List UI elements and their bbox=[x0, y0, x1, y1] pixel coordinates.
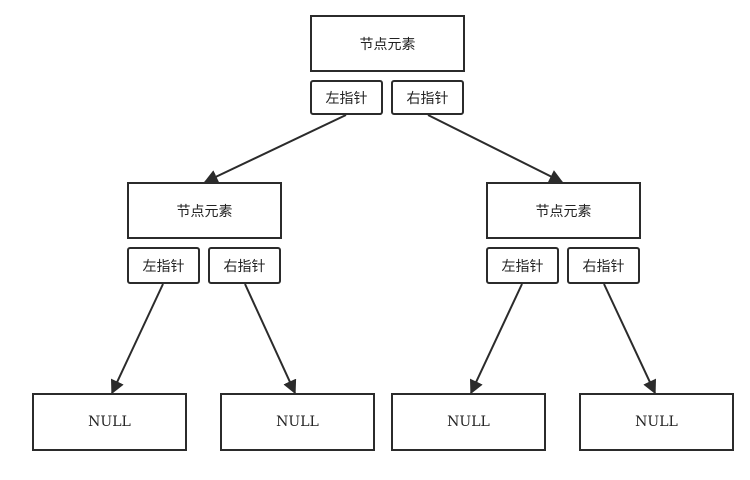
null-leaf: NULL bbox=[32, 393, 187, 451]
arrow-left-left bbox=[110, 283, 164, 395]
left-node-left-pointer-label: 左指针 bbox=[142, 258, 185, 275]
arrow-root-right bbox=[427, 114, 564, 183]
null-leaf-label: NULL bbox=[88, 414, 131, 430]
right-node-label: 节点元素 bbox=[535, 203, 592, 220]
arrow-right-left bbox=[469, 283, 523, 395]
null-leaf-label: NULL bbox=[635, 414, 678, 430]
right-node-element: 节点元素 bbox=[486, 182, 641, 239]
root-node-label: 节点元素 bbox=[359, 36, 416, 53]
right-node-left-pointer-label: 左指针 bbox=[501, 258, 544, 275]
null-leaf: NULL bbox=[391, 393, 546, 451]
null-leaf-label: NULL bbox=[447, 414, 490, 430]
root-right-pointer-label: 右指针 bbox=[406, 90, 449, 107]
right-node-left-pointer: 左指针 bbox=[486, 247, 559, 284]
arrow-left-right bbox=[244, 283, 297, 395]
root-right-pointer: 右指针 bbox=[391, 80, 464, 115]
root-left-pointer: 左指针 bbox=[310, 80, 383, 115]
null-leaf-label: NULL bbox=[276, 414, 319, 430]
arrow-right-right bbox=[603, 283, 657, 395]
right-node-right-pointer: 右指针 bbox=[567, 247, 640, 284]
left-node-right-pointer-label: 右指针 bbox=[223, 258, 266, 275]
null-leaf: NULL bbox=[579, 393, 734, 451]
left-node-right-pointer: 右指针 bbox=[208, 247, 281, 284]
left-node-element: 节点元素 bbox=[127, 182, 282, 239]
right-node-right-pointer-label: 右指针 bbox=[582, 258, 625, 275]
left-node-label: 节点元素 bbox=[176, 203, 233, 220]
root-node-element: 节点元素 bbox=[310, 15, 465, 72]
null-leaf: NULL bbox=[220, 393, 375, 451]
arrow-root-left bbox=[203, 114, 347, 183]
root-left-pointer-label: 左指针 bbox=[325, 90, 368, 107]
left-node-left-pointer: 左指针 bbox=[127, 247, 200, 284]
